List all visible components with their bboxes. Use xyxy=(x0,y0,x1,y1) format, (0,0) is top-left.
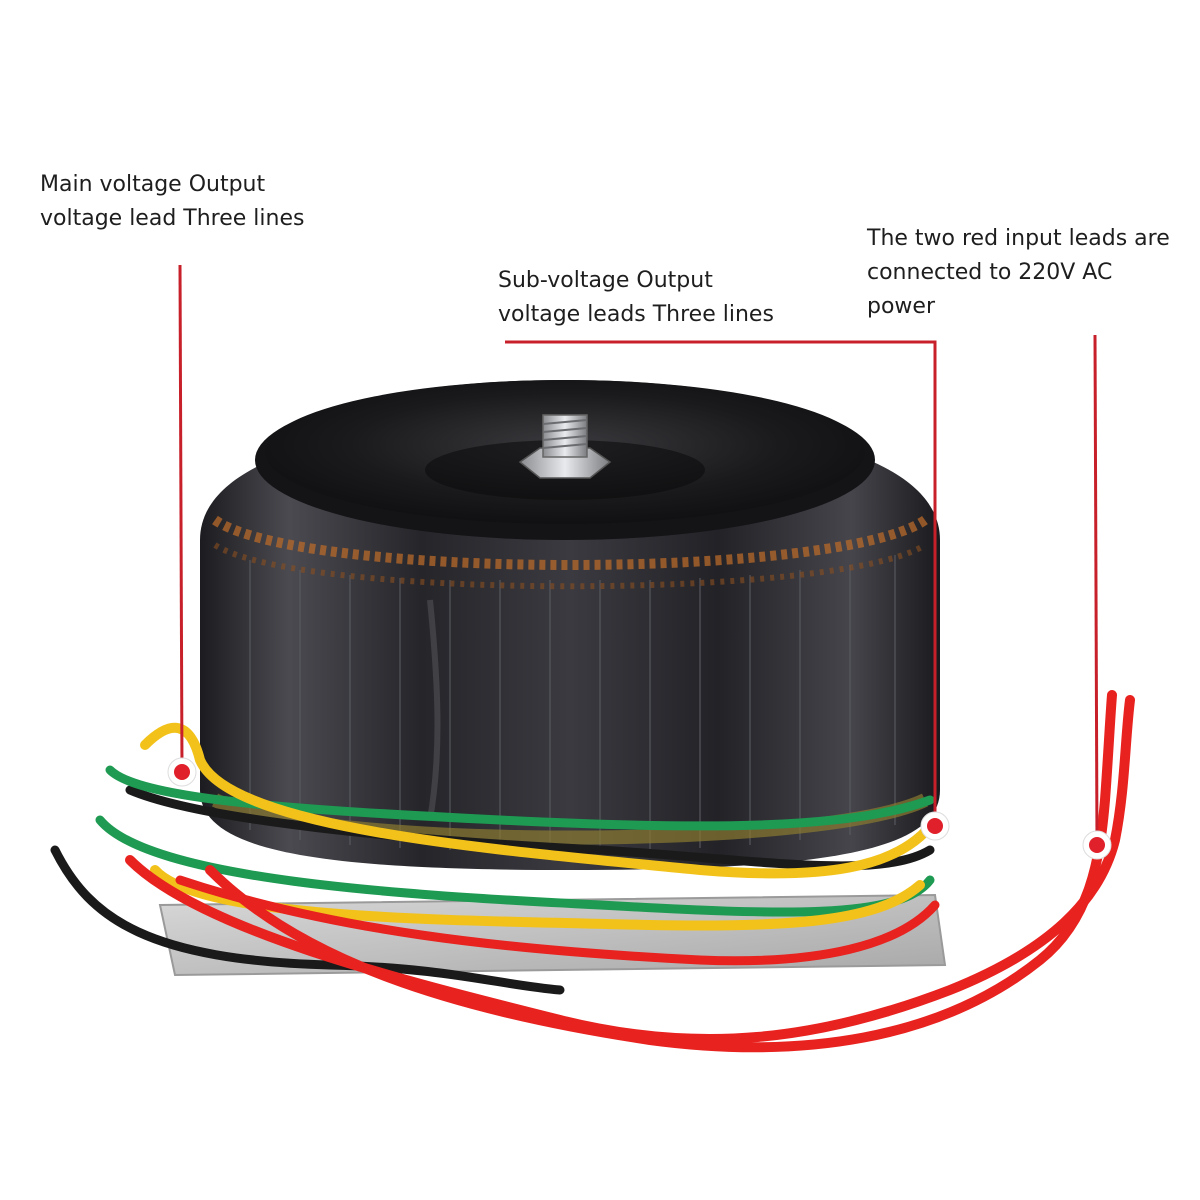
wire-red xyxy=(175,875,940,966)
center-bolt xyxy=(518,414,612,479)
lead-wires xyxy=(50,690,1135,1053)
callout-main-output-line2: voltage lead Three lines xyxy=(40,206,305,231)
transformer-core xyxy=(200,420,940,870)
wire-red xyxy=(205,690,1117,1053)
leader-main-output xyxy=(178,264,184,773)
callout-red-input-line2: connected to 220V AC xyxy=(867,260,1113,285)
callout-sub-output-line1: Sub-voltage Output xyxy=(498,268,713,293)
callout-sub-output: Sub-voltage Output voltage leads Three l… xyxy=(498,264,774,332)
leader-red-input xyxy=(1093,334,1099,846)
wire-yellow xyxy=(140,722,940,879)
callout-red-input-line3: power xyxy=(867,294,935,319)
callout-markers xyxy=(167,757,1112,860)
callout-red-input-line1: The two red input leads are xyxy=(867,226,1170,251)
wire-black xyxy=(50,845,565,995)
leader-lines xyxy=(178,264,1099,846)
callout-red-input: The two red input leads are connected to… xyxy=(867,222,1170,324)
callout-sub-output-line2: voltage leads Three lines xyxy=(498,302,774,327)
callout-main-output: Main voltage Output voltage lead Three l… xyxy=(40,168,304,236)
wire-green xyxy=(105,765,935,831)
leader-sub-output xyxy=(505,340,937,826)
callout-main-output-line1: Main voltage Output xyxy=(40,172,266,197)
